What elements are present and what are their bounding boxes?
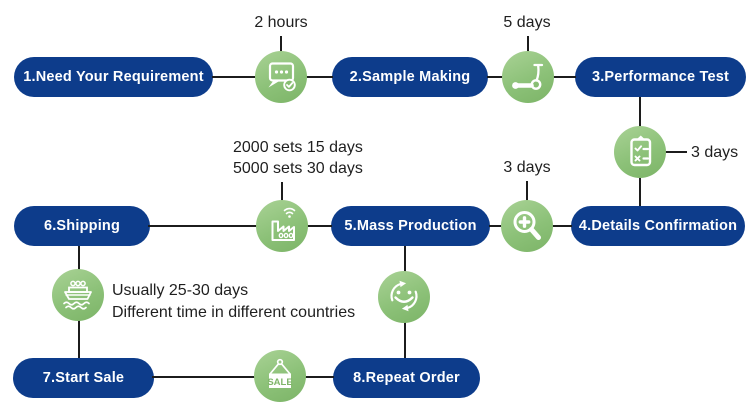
connector-line bbox=[487, 76, 504, 78]
production-lead-line-1: 2000 sets 15 days bbox=[233, 139, 363, 156]
shipping-time-line-2: Different time in different countries bbox=[112, 304, 356, 321]
connector-line bbox=[304, 376, 334, 378]
connector-line bbox=[306, 225, 332, 227]
step-8-pill: 8.Repeat Order bbox=[333, 358, 480, 398]
duration-label-3-days-production: 3 days bbox=[503, 159, 551, 176]
cargo-ship-icon bbox=[52, 269, 104, 321]
step-5-pill: 5.Mass Production bbox=[331, 206, 490, 246]
factory-icon bbox=[256, 200, 308, 252]
refresh-smiley-icon bbox=[378, 271, 430, 323]
connector-line bbox=[152, 376, 256, 378]
connector-line bbox=[305, 76, 333, 78]
connector-line bbox=[526, 181, 528, 201]
connector-line bbox=[280, 36, 282, 53]
shipping-time-label: Usually 25-30 days Different time in dif… bbox=[112, 280, 355, 324]
production-lead-line-2: 5000 sets 30 days bbox=[233, 160, 363, 177]
step-7-pill: 7.Start Sale bbox=[13, 358, 154, 398]
connector-line bbox=[212, 76, 257, 78]
connector-line bbox=[489, 225, 503, 227]
connector-line bbox=[404, 321, 406, 358]
duration-label-3-days-confirmation: 3 days bbox=[691, 144, 739, 161]
connector-line bbox=[527, 36, 529, 53]
connector-line bbox=[78, 246, 80, 271]
scooter-icon bbox=[502, 51, 554, 103]
duration-label-2-hours: 2 hours bbox=[254, 14, 308, 31]
connector-line bbox=[639, 97, 641, 128]
sale-sign-text: SALE bbox=[267, 377, 292, 388]
sale-sign-icon: SALE bbox=[254, 350, 306, 402]
connector-line bbox=[78, 319, 80, 358]
magnifier-plus-icon bbox=[501, 200, 553, 252]
connector-line bbox=[665, 151, 687, 153]
chat-check-icon bbox=[255, 51, 307, 103]
duration-label-5-days: 5 days bbox=[503, 14, 551, 31]
connector-line bbox=[281, 182, 283, 201]
step-1-pill: 1.Need Your Requirement bbox=[14, 57, 213, 97]
connector-line bbox=[552, 76, 576, 78]
step-6-pill: 6.Shipping bbox=[14, 206, 150, 246]
step-4-pill: 4.Details Confirmation bbox=[571, 206, 745, 246]
shipping-time-line-1: Usually 25-30 days bbox=[112, 282, 249, 299]
connector-line bbox=[148, 225, 258, 227]
step-2-pill: 2.Sample Making bbox=[332, 57, 488, 97]
production-lead-time-label: 2000 sets 15 days 5000 sets 30 days bbox=[233, 137, 363, 179]
step-3-pill: 3.Performance Test bbox=[575, 57, 746, 97]
checklist-icon bbox=[614, 126, 666, 178]
connector-line bbox=[551, 225, 572, 227]
connector-line bbox=[639, 176, 641, 206]
connector-line bbox=[404, 246, 406, 273]
